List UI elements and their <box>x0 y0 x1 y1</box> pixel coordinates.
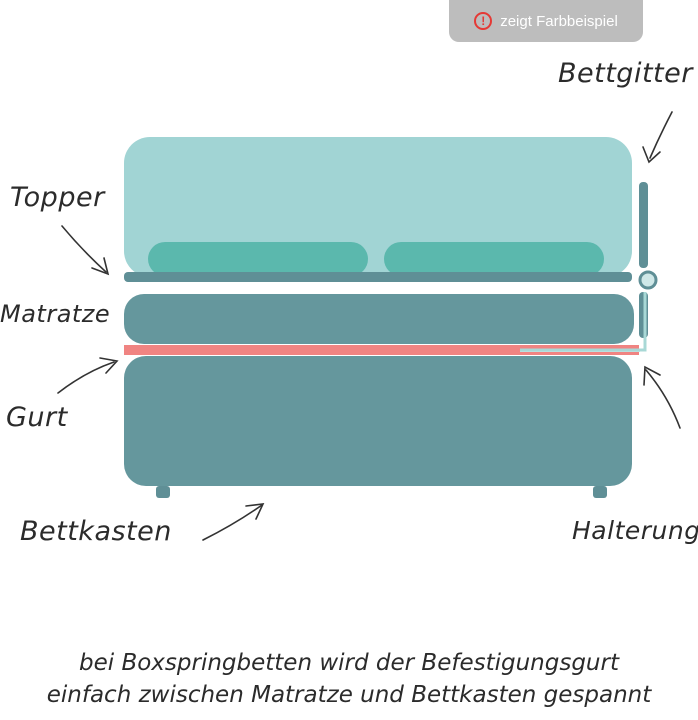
label-gurt: Gurt <box>6 402 68 433</box>
arrow-gurt <box>57 361 115 394</box>
arrow-bettgitter-head <box>642 146 661 164</box>
color-example-badge[interactable]: ! zeigt Farbbeispiel <box>449 0 643 42</box>
label-bettgitter: Bettgitter <box>558 58 693 89</box>
caption-line-2: einfach zwischen Matratze und Bettkasten… <box>46 682 652 708</box>
arrow-halterung <box>645 369 681 429</box>
bettgitter-rail-upper <box>639 182 648 268</box>
caption-line-1: bei Boxspringbetten wird der Befestigung… <box>79 650 619 676</box>
gurt-shape <box>124 345 639 355</box>
arrow-bettkasten-head <box>245 503 265 520</box>
bettkasten-shape <box>124 356 632 486</box>
arrow-topper-head <box>91 257 110 276</box>
bettgitter-hinge <box>638 270 658 290</box>
arrow-topper <box>61 225 107 273</box>
badge-text: zeigt Farbbeispiel <box>500 12 618 30</box>
halterung-shape <box>520 292 647 352</box>
arrow-bettkasten <box>202 504 263 541</box>
label-halterung: Halterung <box>572 516 698 545</box>
alert-icon: ! <box>474 12 493 30</box>
pillow-right <box>384 242 604 276</box>
foot-left <box>156 486 170 498</box>
foot-right <box>593 486 607 498</box>
arrow-bettgitter <box>649 111 673 159</box>
label-bettkasten: Bettkasten <box>20 516 172 547</box>
topper-base <box>124 272 632 282</box>
arrow-halterung-head <box>643 365 661 386</box>
label-topper: Topper <box>10 182 105 213</box>
pillow-left <box>148 242 368 276</box>
matratze-shape <box>124 294 634 344</box>
label-matratze: Matratze <box>0 300 111 328</box>
arrow-gurt-head <box>99 357 119 374</box>
